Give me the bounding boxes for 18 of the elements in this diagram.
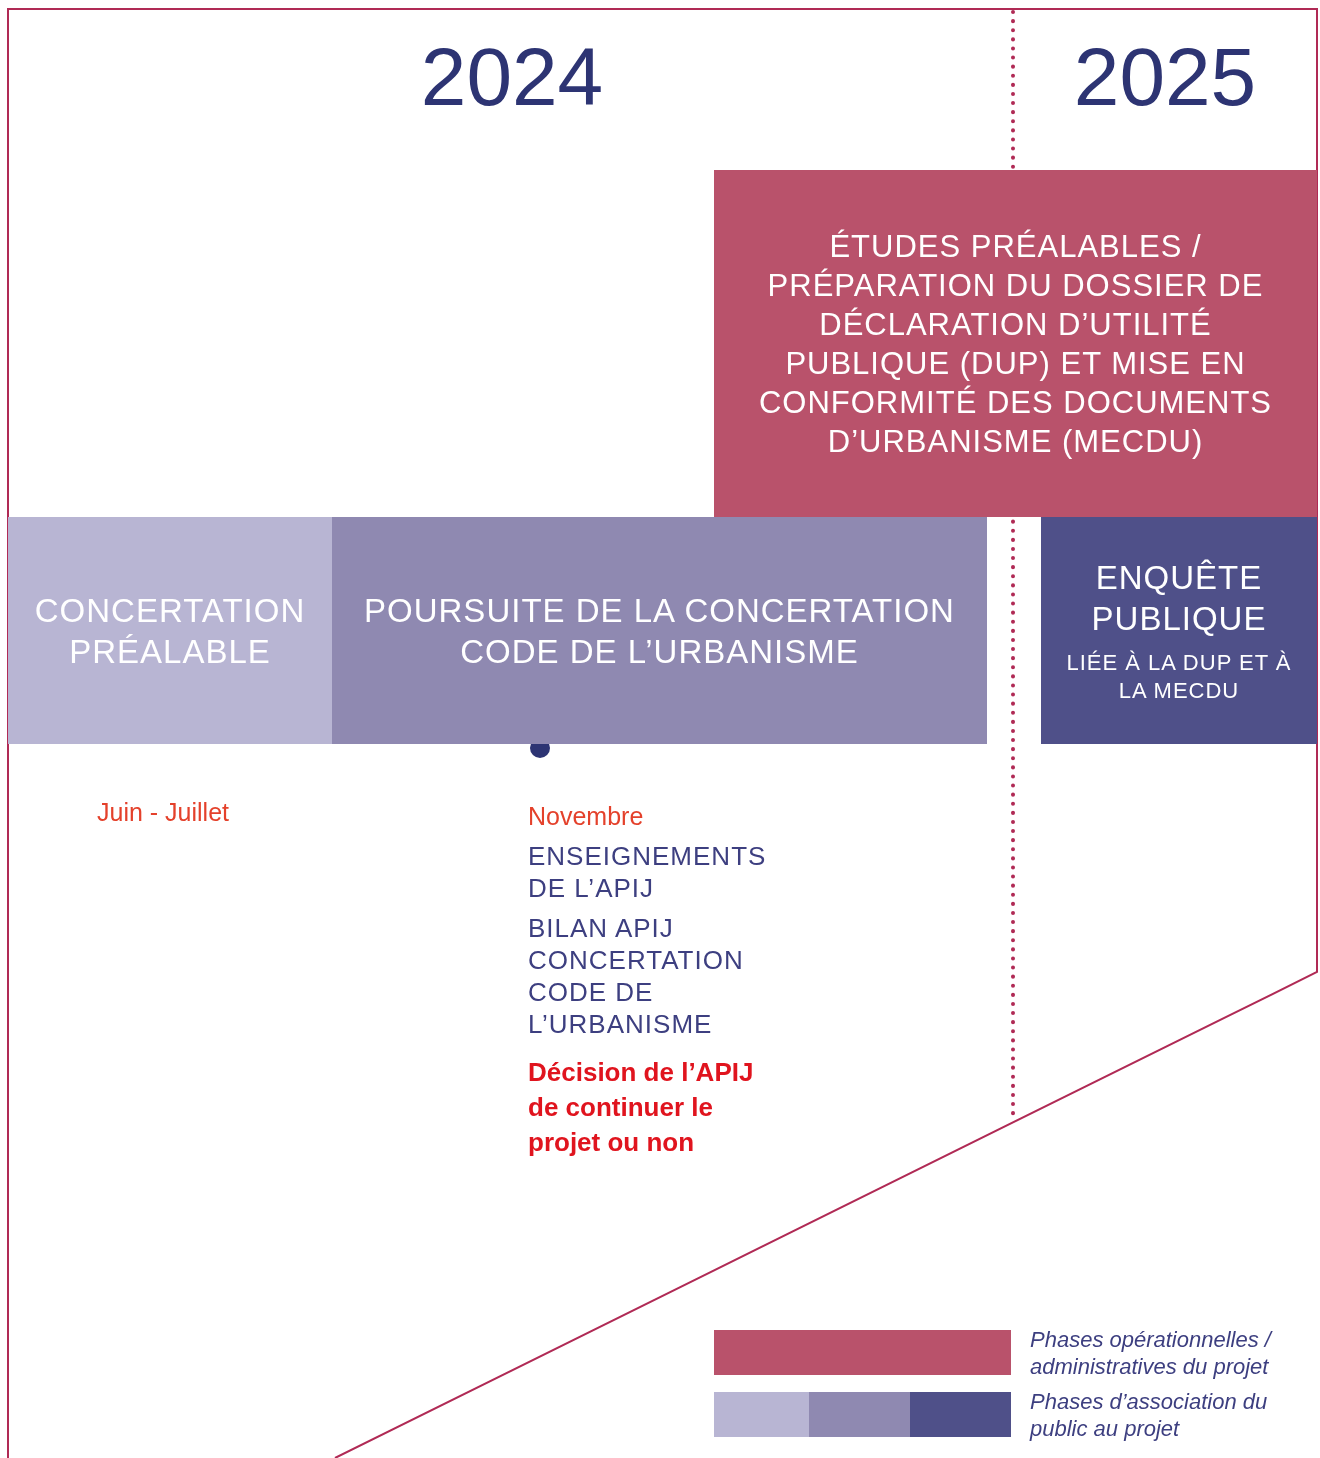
- phase-title: CONCERTATION PRÉALABLE: [33, 590, 307, 672]
- phase-box: [8, 517, 332, 744]
- legend-text: Phases d’association du public au projet: [1030, 1388, 1269, 1442]
- date-label: Novembre: [528, 801, 645, 831]
- date-label: Juin - Juillet: [97, 797, 230, 827]
- phase-title: ENQUÊTE PUBLIQUE: [1090, 557, 1268, 639]
- phase-title: ÉTUDES PRÉALABLES / PRÉPARATION DU DOSSIER DE DÉCLARATION D’UTILITÉ PUBLIQUE (DUP) ET MISE EN CONFORMITÉ DES DOCUMENTS D’URBANISME (MECDU): [757, 227, 1274, 461]
- year-label: 2024: [419, 30, 605, 124]
- year-label: 2025: [1072, 30, 1258, 124]
- milestone-text: BILAN APIJ CONCERTATION CODE DE L’URBANISME: [528, 912, 745, 1040]
- phase-subtitle: LIÉE À LA DUP ET À LA MECDU: [1065, 648, 1293, 705]
- phase-box: [332, 517, 987, 744]
- decision-text: Décision de l’APIJ de continuer le projet ou non: [528, 1056, 755, 1159]
- legend-text: Phases opérationnelles / administratives du projet: [1030, 1326, 1274, 1380]
- phase-box: [1041, 517, 1317, 744]
- phase-title: POURSUITE DE LA CONCERTATION CODE DE L’URBANISME: [363, 590, 956, 672]
- phase-box: [714, 170, 1317, 517]
- milestone-text: ENSEIGNEMENTS DE L’APIJ: [528, 840, 768, 904]
